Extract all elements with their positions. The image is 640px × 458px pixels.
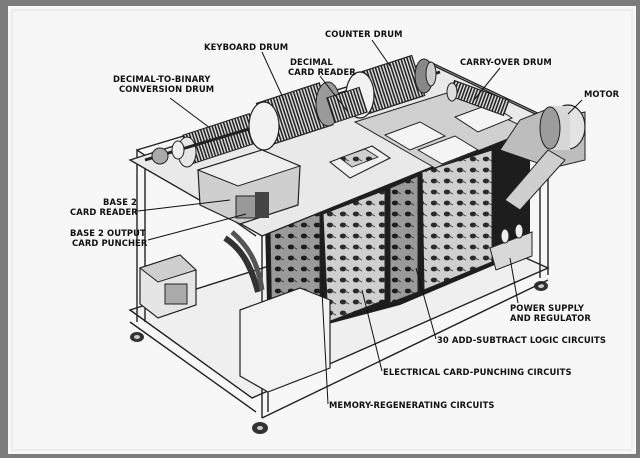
label-keyboard-drum: KEYBOARD DRUM bbox=[204, 42, 288, 52]
label-carry-over-drum: CARRY-OVER DRUM bbox=[460, 57, 552, 67]
label-card-punching: ELECTRICAL CARD-PUNCHING CIRCUITS bbox=[383, 367, 572, 377]
label-motor: MOTOR bbox=[584, 89, 620, 99]
drum-keyboard bbox=[248, 81, 341, 151]
label-memory-regenerating: MEMORY-REGENERATING CIRCUITS bbox=[329, 400, 495, 410]
label-decimal-to-binary-line1: DECIMAL-TO-BINARY bbox=[113, 74, 211, 84]
leader-lines bbox=[137, 39, 583, 405]
label-decimal-card-reader-line1: DECIMAL bbox=[290, 57, 333, 67]
label-power-supply-line1: POWER SUPPLY bbox=[510, 303, 585, 313]
motor-unit bbox=[499, 104, 586, 211]
label-counter-drum: COUNTER DRUM bbox=[325, 29, 403, 39]
label-decimal-card-reader-line2: CARD READER bbox=[288, 67, 356, 77]
label-base2-reader-line1: BASE 2 bbox=[103, 197, 137, 207]
board-mid bbox=[389, 175, 419, 304]
label-add-subtract: 30 ADD-SUBTRACT LOGIC CIRCUITS bbox=[437, 335, 606, 345]
label-base2-puncher-line1: BASE 2 OUTPUT bbox=[70, 228, 146, 238]
label-base2-reader-line2: CARD READER bbox=[70, 207, 138, 217]
label-base2-puncher-line2: CARD PUNCHER bbox=[72, 238, 148, 248]
board-memory bbox=[322, 189, 386, 323]
label-power-supply-line2: AND REGULATOR bbox=[510, 313, 591, 323]
photo-border bbox=[11, 9, 633, 451]
board-right bbox=[421, 149, 493, 291]
label-decimal-to-binary-line2: CONVERSION DRUM bbox=[119, 84, 214, 94]
machine-illustration bbox=[128, 54, 586, 434]
